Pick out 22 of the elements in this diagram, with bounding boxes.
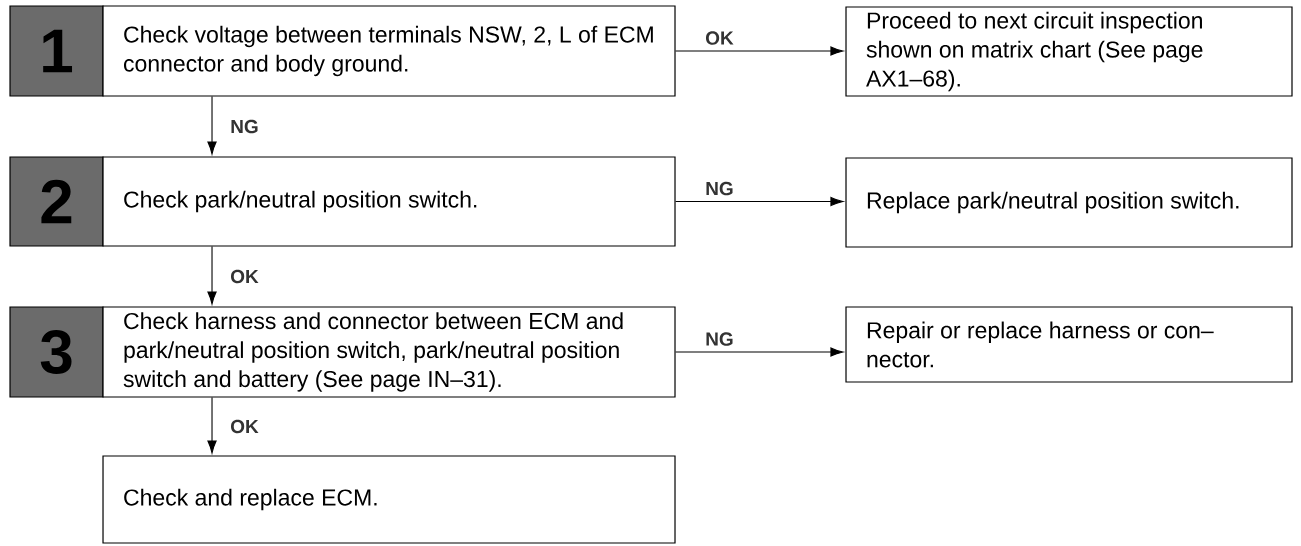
- edge-label: NG: [703, 330, 736, 348]
- step-box: Check harness and connector between ECM and park/neutral position switch, park/neutral position switch and battery (See page IN–31).: [102, 306, 676, 398]
- edge-label: NG: [228, 117, 261, 136]
- arrow: [207, 96, 217, 155]
- edge-label: NG: [703, 179, 736, 198]
- step-number-tile: 1: [9, 5, 104, 97]
- step-box: Check voltage between terminals NSW, 2, L of ECM connector and body ground.: [102, 5, 676, 97]
- arrow: [675, 347, 844, 357]
- step-number-tile: 3: [9, 306, 104, 398]
- result-box: Proceed to next circuit inspection shown on matrix chart (See page AX1–68).: [845, 6, 1293, 97]
- edge-label: OK: [703, 29, 736, 47]
- arrow: [207, 246, 217, 305]
- edge-label: OK: [228, 417, 261, 436]
- arrow: [207, 397, 217, 454]
- step-number-tile: 2: [9, 156, 104, 247]
- result-box: Replace park/neutral position switch.: [845, 157, 1293, 248]
- arrow: [675, 46, 844, 56]
- step-box: Check and replace ECM.: [102, 455, 676, 544]
- result-box: Repair or replace harness or con– nector.: [845, 306, 1293, 383]
- arrow: [675, 196, 844, 207]
- step-box: Check park/neutral position switch.: [102, 156, 676, 247]
- edge-label: OK: [228, 267, 261, 286]
